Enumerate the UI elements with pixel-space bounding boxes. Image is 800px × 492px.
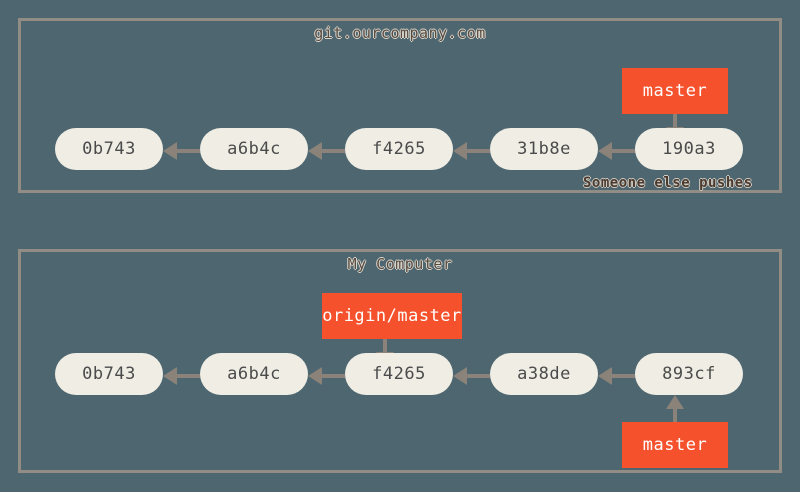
- commit-node[interactable]: 0b743: [55, 353, 163, 395]
- arrow-origin-master-to-f4265: [376, 339, 394, 366]
- panel-remote-repository: [18, 18, 782, 193]
- arrow-f4265-to-a6b4c: [308, 142, 345, 160]
- arrow-a6b4c-to-0b743-local: [163, 367, 200, 385]
- commit-node[interactable]: a6b4c: [200, 128, 308, 170]
- panel-remote-title: git.ourcompany.com: [314, 24, 486, 42]
- arrow-master-to-893cf: [666, 395, 684, 422]
- ref-label-origin-master[interactable]: origin/master: [322, 293, 462, 339]
- commit-node[interactable]: 893cf: [635, 353, 743, 395]
- commit-node[interactable]: a38de: [490, 353, 598, 395]
- panel-local-title: My Computer: [347, 255, 453, 273]
- arrow-893cf-to-a38de-local: [598, 367, 635, 385]
- commit-node[interactable]: 31b8e: [490, 128, 598, 170]
- ref-label-master-remote[interactable]: master: [622, 68, 728, 114]
- commit-node[interactable]: f4265: [345, 353, 453, 395]
- arrow-31b8e-to-f4265: [453, 142, 490, 160]
- panel-local-repository: [18, 249, 782, 473]
- commit-node[interactable]: f4265: [345, 128, 453, 170]
- ref-label-master-local[interactable]: master: [622, 422, 728, 468]
- commit-node[interactable]: a6b4c: [200, 353, 308, 395]
- arrow-f4265-to-a6b4c-local: [308, 367, 345, 385]
- arrow-a6b4c-to-0b743: [163, 142, 200, 160]
- arrow-master-to-190a3: [666, 114, 684, 141]
- commit-node[interactable]: 190a3: [635, 128, 743, 170]
- annotation-someone-else-pushes: Someone else pushes: [583, 175, 753, 191]
- arrow-190a3-to-31b8e: [598, 142, 635, 160]
- commit-node[interactable]: 0b743: [55, 128, 163, 170]
- arrow-a38de-to-f4265-local: [453, 367, 490, 385]
